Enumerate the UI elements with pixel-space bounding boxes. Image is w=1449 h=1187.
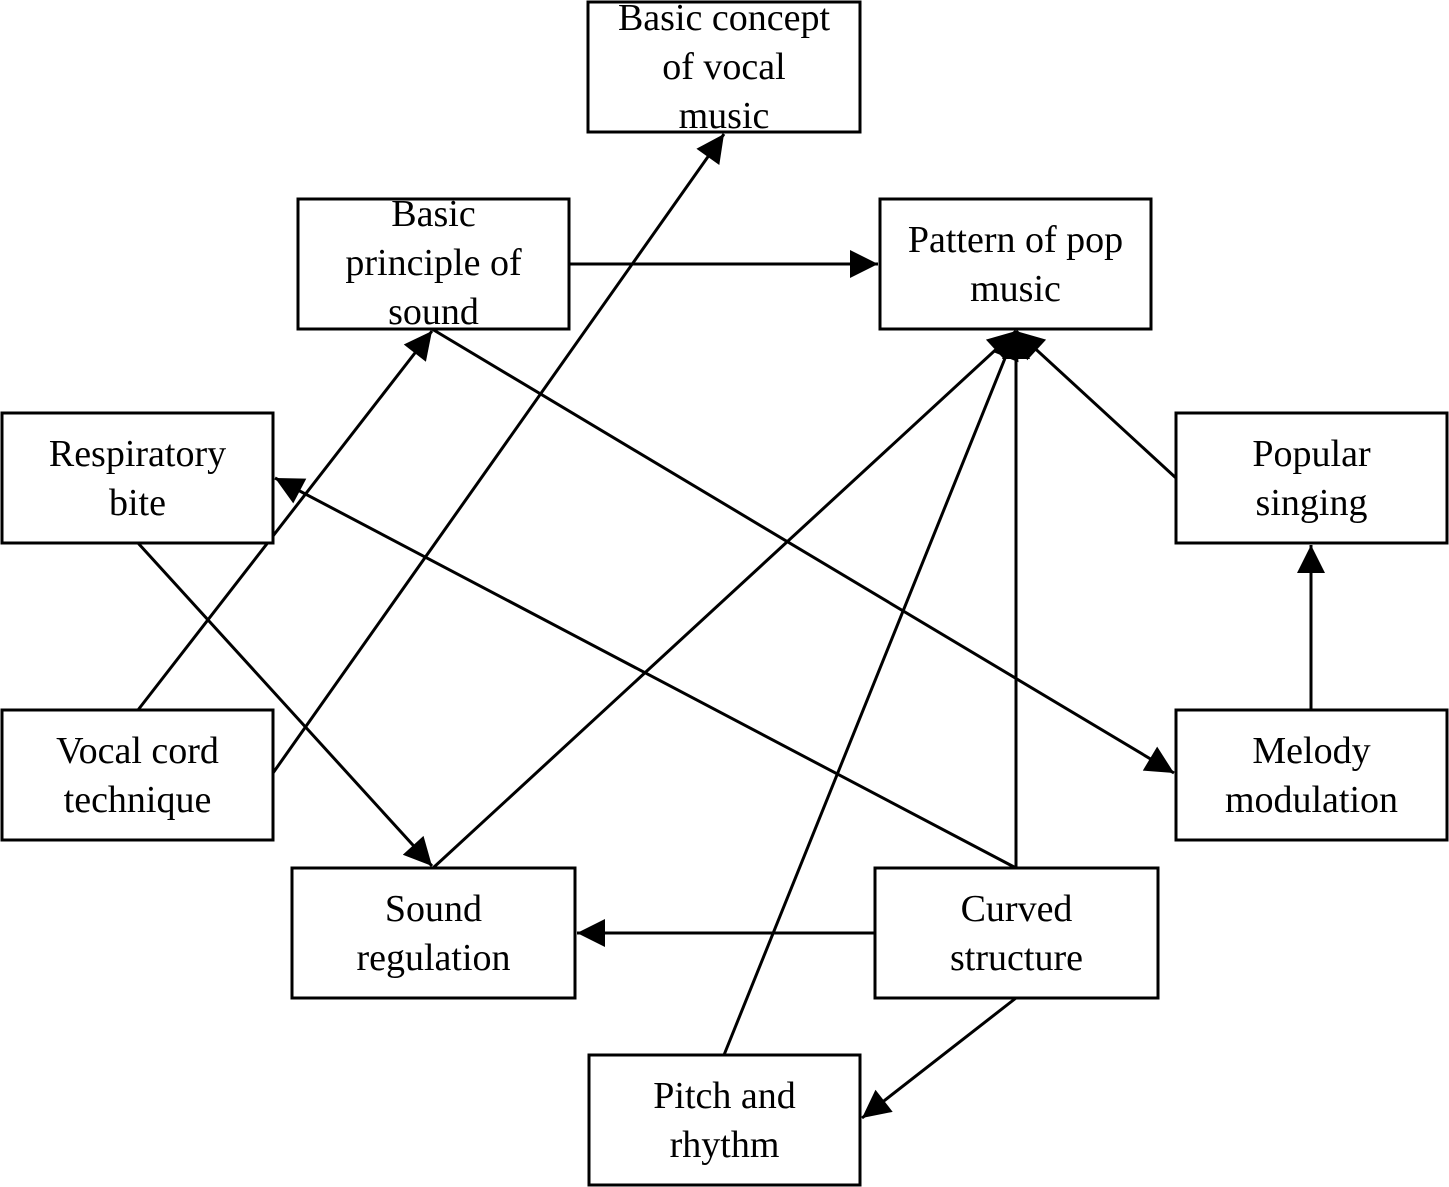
edge-basic-principle-to-melody-modulation [431,327,1175,775]
node-label-line: structure [950,937,1083,979]
node-label-line: Pattern of pop [908,219,1123,261]
node-label-line: music [970,268,1061,310]
node-box [878,197,1153,331]
node-label-line: Curved [961,888,1073,930]
node-label-line: of vocal [662,46,785,88]
node-label-line: modulation [1225,779,1398,821]
node-basic-principle: Basic principle of sound [296,193,571,333]
node-label-line: technique [64,779,212,821]
node-label-line: music [679,95,770,137]
node-basic-concept: Basic concept of vocal music [586,0,862,137]
node-box [296,197,571,331]
node-label-line: Melody [1252,730,1370,772]
node-label-line: Vocal cord [56,730,219,772]
edge-popular-singing-to-pattern-pop [1014,329,1178,480]
edges-layer [136,133,1325,1120]
node-label-line: rhythm [670,1124,780,1166]
node-box [873,866,1160,1000]
node-box [587,1053,862,1187]
edge-respiratory-bite-to-sound-regulation [136,541,434,868]
node-label-line: principle of [345,242,522,284]
node-label-line: Respiratory [49,433,226,475]
node-label-line: Basic [391,193,475,235]
node-popular-singing: Popular singing [1174,411,1449,545]
node-sound-regulation: Sound regulation [290,866,577,1000]
node-melody-modulation: Melody modulation [1174,708,1449,842]
node-label-line: Popular [1252,433,1371,475]
edge-vocal-cord-to-basic-concept [271,133,726,774]
node-pattern-pop: Pattern of pop music [878,197,1153,331]
node-box [0,708,275,842]
node-label-line: regulation [356,937,510,979]
node-label-line: bite [109,482,166,524]
node-box [290,866,577,1000]
edge-vocal-cord-to-basic-principle [136,330,434,711]
node-box [1174,708,1449,842]
node-label-line: singing [1256,482,1368,524]
node-respiratory-bite: Respiratory bite [0,411,275,545]
node-pitch-rhythm: Pitch and rhythm [587,1053,862,1187]
node-label-line: sound [388,291,479,333]
node-box [1174,411,1449,545]
node-label-line: Basic concept [618,0,831,39]
node-box [0,411,275,545]
node-label-line: Sound [385,888,482,930]
node-vocal-cord: Vocal cord technique [0,708,275,842]
node-box [586,0,862,134]
node-label-line: Pitch and [653,1075,795,1117]
edge-curved-structure-to-pitch-rhythm [861,996,1017,1120]
node-curved-structure: Curved structure [873,866,1160,1000]
edge-sound-regulation-to-pattern-pop [431,329,1018,870]
